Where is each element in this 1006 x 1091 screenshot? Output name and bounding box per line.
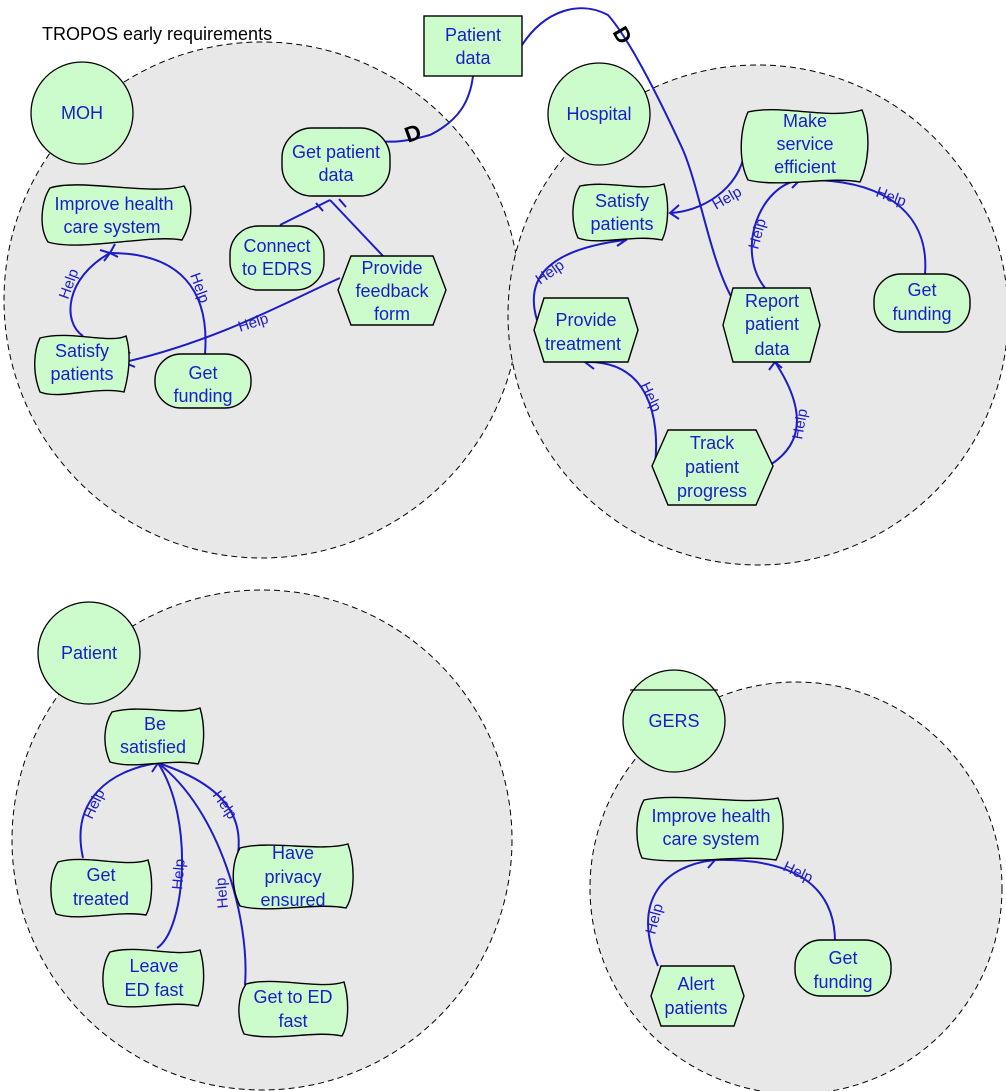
svg-text:Get: Get [86, 865, 115, 885]
hospital-link-track-treatment[interactable] [584, 360, 658, 466]
svg-text:Satisfy: Satisfy [55, 341, 109, 361]
svg-text:Connect: Connect [243, 236, 310, 256]
task-track-patient-progress[interactable]: Track patient progress [651, 429, 774, 506]
svg-text:Report: Report [745, 291, 799, 311]
svg-text:Have: Have [272, 843, 314, 863]
goal-get-patient-data[interactable]: Get patient data [281, 127, 391, 197]
svg-text:funding: funding [892, 304, 951, 324]
moh-link-funding-improve[interactable] [109, 252, 207, 355]
softgoal-be-satisfied[interactable]: Be satisfied [104, 707, 205, 766]
softgoal-improve-health-care[interactable]: Improve health care system [41, 184, 192, 246]
svg-text:funding: funding [813, 972, 872, 992]
svg-text:to EDRS: to EDRS [242, 259, 312, 279]
svg-text:satisfied: satisfied [120, 737, 186, 757]
task-report-patient-data[interactable]: Report patient data [722, 287, 821, 363]
task-provide-feedback-form[interactable]: Provide feedback form [337, 255, 447, 326]
svg-text:patient: patient [745, 314, 799, 334]
svg-text:Improve health: Improve health [651, 806, 770, 826]
help-label: Help [789, 407, 811, 440]
svg-text:data: data [318, 165, 354, 185]
svg-text:fast: fast [278, 1011, 307, 1031]
svg-text:Provide: Provide [361, 258, 422, 278]
softgoal-improve-health-care-gers[interactable]: Improve health care system [636, 796, 784, 862]
svg-text:treatment: treatment [545, 334, 621, 354]
svg-text:feedback: feedback [355, 281, 429, 301]
hospital-link-report-efficient[interactable] [750, 179, 801, 289]
svg-text:efficient: efficient [774, 157, 836, 177]
svg-text:care system: care system [63, 217, 160, 237]
svg-text:ensured: ensured [260, 890, 325, 910]
patient-link-leave-satisfied[interactable] [156, 762, 184, 949]
svg-text:funding: funding [173, 386, 232, 406]
actor-hospital[interactable]: Hospital [547, 62, 651, 166]
svg-text:Improve health: Improve health [54, 194, 173, 214]
moh-link-feedback-getdata[interactable] [329, 199, 384, 257]
softgoal-satisfy-patients[interactable]: Satisfy patients [34, 334, 130, 396]
dependency-link-patientdata-report[interactable] [521, 7, 734, 301]
dependency-mark: D [608, 22, 638, 48]
patient-link-gettoed-satisfied[interactable] [157, 762, 247, 986]
goal-get-funding-gers[interactable]: Get funding [794, 939, 892, 997]
svg-text:Track: Track [690, 433, 735, 453]
svg-text:patient: patient [685, 457, 739, 477]
diagram-title: TROPOS early requirements [42, 24, 272, 44]
goal-get-funding[interactable]: Get funding [154, 353, 252, 409]
svg-text:treated: treated [73, 889, 129, 909]
svg-text:patients: patients [664, 998, 727, 1018]
svg-text:Get: Get [188, 363, 217, 383]
task-provide-treatment[interactable]: Provide treatment [533, 297, 639, 363]
hospital-link-track-report[interactable] [769, 361, 798, 466]
softgoal-get-treated[interactable]: Get treated [50, 858, 153, 918]
svg-text:Get patient: Get patient [292, 142, 380, 162]
svg-text:Patient: Patient [445, 25, 501, 45]
svg-text:progress: progress [677, 481, 747, 501]
svg-text:care system: care system [662, 829, 759, 849]
svg-text:patients: patients [590, 214, 653, 234]
actor-name: GERS [648, 711, 699, 731]
actor-name: Patient [61, 643, 117, 663]
patient-link-treated-satisfied[interactable] [79, 762, 159, 859]
svg-text:form: form [374, 304, 410, 324]
moh-link-feedback-satisfy[interactable] [124, 277, 341, 363]
svg-text:Get: Get [828, 948, 857, 968]
dependum-patient-data[interactable]: Patient data [423, 15, 523, 77]
goal-get-funding-hospital[interactable]: Get funding [873, 273, 971, 333]
svg-text:service: service [776, 134, 833, 154]
svg-text:Get: Get [907, 280, 936, 300]
help-label: Help [169, 858, 189, 890]
softgoal-get-to-ed-fast[interactable]: Get to ED fast [238, 980, 349, 1038]
svg-text:data: data [455, 48, 491, 68]
softgoal-make-service-efficient[interactable]: Make service efficient [740, 109, 869, 184]
softgoal-have-privacy-ensured[interactable]: Have privacy ensured [232, 843, 354, 910]
svg-text:privacy: privacy [264, 867, 321, 887]
actor-name: MOH [61, 103, 103, 123]
moh-link-satisfy-improve[interactable] [69, 252, 111, 337]
svg-text:ED fast: ED fast [124, 980, 183, 1000]
svg-text:Provide: Provide [555, 310, 616, 330]
moh-link-connect-getdata[interactable] [279, 199, 331, 226]
actor-patient[interactable]: Patient [37, 601, 141, 705]
task-alert-patients[interactable]: Alert patients [650, 965, 745, 1027]
actor-name: Hospital [566, 104, 631, 124]
actor-gers[interactable]: GERS [622, 669, 726, 773]
gers-link-funding-improve[interactable] [714, 858, 836, 943]
svg-text:Get to ED: Get to ED [253, 987, 332, 1007]
hospital-link-treatment-satisfy[interactable] [532, 239, 626, 321]
softgoal-satisfy-patients-hospital[interactable]: Satisfy patients [572, 183, 669, 242]
svg-text:Be: Be [144, 714, 166, 734]
help-label: Help [212, 877, 232, 909]
goal-connect-to-edrs[interactable]: Connect to EDRS [229, 225, 325, 291]
svg-text:Make: Make [783, 111, 827, 131]
gers-link-alert-improve[interactable] [647, 859, 716, 967]
svg-text:data: data [754, 339, 790, 359]
softgoal-leave-ed-fast[interactable]: Leave ED fast [102, 948, 205, 1008]
svg-text:Leave: Leave [129, 956, 178, 976]
svg-text:patients: patients [50, 364, 113, 384]
actor-moh[interactable]: MOH [30, 61, 134, 165]
svg-text:Satisfy: Satisfy [595, 191, 649, 211]
svg-text:Alert: Alert [677, 974, 714, 994]
